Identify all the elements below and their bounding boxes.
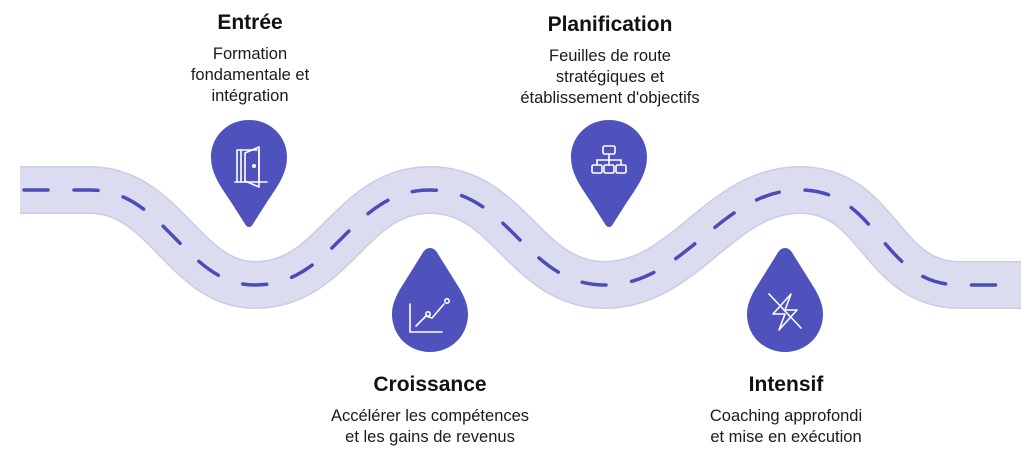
line-chart-icon (409, 297, 451, 333)
step-text-croissance: Croissance Accélérer les compétences et … (331, 372, 529, 448)
step-marker-entree[interactable] (211, 120, 287, 227)
description-line: Feuilles de route (549, 47, 671, 65)
step-marker-intensif[interactable] (747, 248, 823, 352)
description-line: Coaching approfondi (709, 407, 863, 425)
description-line: et mise en exécution (710, 428, 862, 446)
step-description: Accélérer les compétences et les gains d… (331, 406, 529, 448)
step-description: Formation fondamentale et intégration (191, 44, 309, 107)
step-description: Feuilles de route stratégiques et établi… (520, 46, 699, 109)
road-surface (20, 167, 1021, 308)
step-marker-planification[interactable] (571, 120, 647, 227)
step-text-planification: Planification Feuilles de route stratégi… (520, 12, 699, 109)
step-title: Croissance (373, 373, 487, 396)
step-title: Planification (547, 13, 673, 36)
step-title: Intensif (748, 373, 824, 396)
door-open-icon (234, 146, 268, 188)
droplet-marker (392, 248, 468, 352)
step-description: Coaching approfondi et mise en exécution (710, 406, 862, 448)
description-line: fondamentale et (190, 66, 310, 84)
map-pin-marker (211, 120, 287, 227)
zap-off-icon (768, 293, 802, 331)
description-line: intégration (211, 87, 289, 105)
step-title: Entrée (217, 11, 283, 34)
description-line: Accélérer les compétences (330, 407, 530, 425)
step-marker-croissance[interactable] (392, 248, 468, 352)
org-chart-icon (591, 145, 627, 174)
step-text-entree: Entrée Formation fondamentale et intégra… (191, 10, 309, 107)
step-text-intensif: Intensif Coaching approfondi et mise en … (710, 372, 862, 448)
lane-center-dashes (20, 188, 1021, 287)
description-line: et les gains de revenus (345, 428, 515, 446)
description-line: stratégiques et (555, 68, 665, 86)
description-line: établissement d'objectifs (520, 89, 700, 107)
road (20, 166, 1021, 309)
description-line: Formation (212, 45, 288, 63)
